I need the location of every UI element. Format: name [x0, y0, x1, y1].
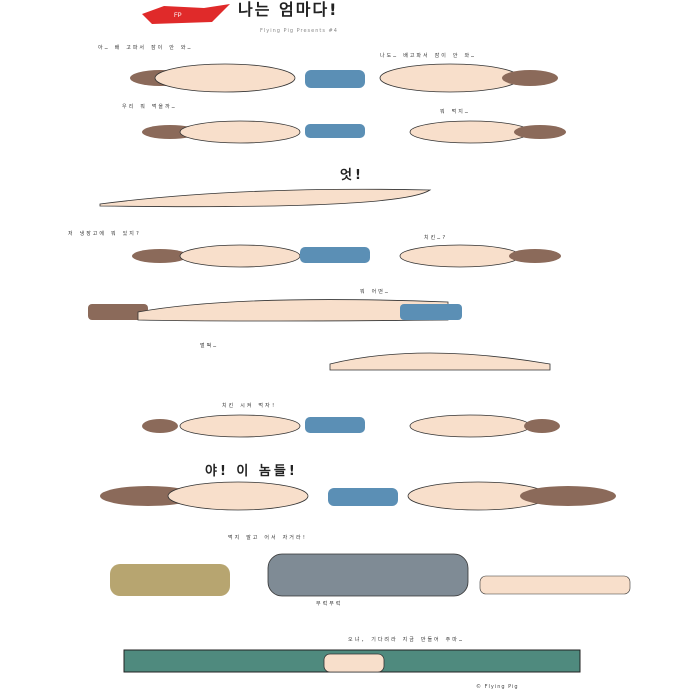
panel8-illustration	[100, 481, 616, 511]
panel5-dialogue: 뭐 어떤…	[360, 289, 390, 295]
panel1-left-dialogue: 아… 배 고파서 잠이 안 와…	[98, 45, 193, 51]
panel10-illustration	[123, 649, 581, 673]
panel2-left-dialogue: 우리 뭐 먹을까…	[122, 104, 177, 110]
panel2-illustration	[142, 120, 566, 144]
page-subtitle: Flying Pig Presents #4	[260, 28, 338, 34]
panel9-illustration	[110, 553, 631, 597]
panel2-right-dialogue: 뭐 먹지…	[440, 109, 470, 115]
panel9-caption: 무럭무럭	[316, 601, 343, 607]
panel8-exclaim: 야! 이 놈들!	[205, 464, 298, 479]
panel6-dialogue: 벌떡…	[200, 343, 219, 349]
panel7-dialogue: 치킨 시켜 먹자!	[222, 403, 277, 409]
page-title: 나는 엄마다!	[238, 0, 339, 19]
panel4-left-dialogue: 저 냉장고에 뭐 있지?	[68, 231, 141, 237]
panel3-exclaim: 엇!	[340, 168, 364, 183]
panel5-illustration	[88, 299, 462, 322]
footer-credit: © Flying Pig	[476, 684, 519, 690]
panel6-illustration	[329, 352, 551, 371]
svg-text:FP: FP	[174, 13, 182, 19]
panel3-illustration	[99, 188, 432, 208]
panel1-right-dialogue: 나도… 배고파서 잠이 안 와…	[380, 53, 477, 59]
panel9-dialogue: 먹지 말고 어서 자거라!	[228, 535, 308, 541]
panel10-dialogue: 오냐, 기다려라 지금 만들어 주마…	[348, 637, 464, 643]
panel4-illustration	[132, 244, 561, 268]
panel7-illustration	[142, 414, 560, 438]
panel4-right-dialogue: 치킨…?	[424, 235, 448, 241]
pig-logo-icon: FP	[142, 4, 232, 24]
panel1-illustration	[130, 63, 558, 93]
